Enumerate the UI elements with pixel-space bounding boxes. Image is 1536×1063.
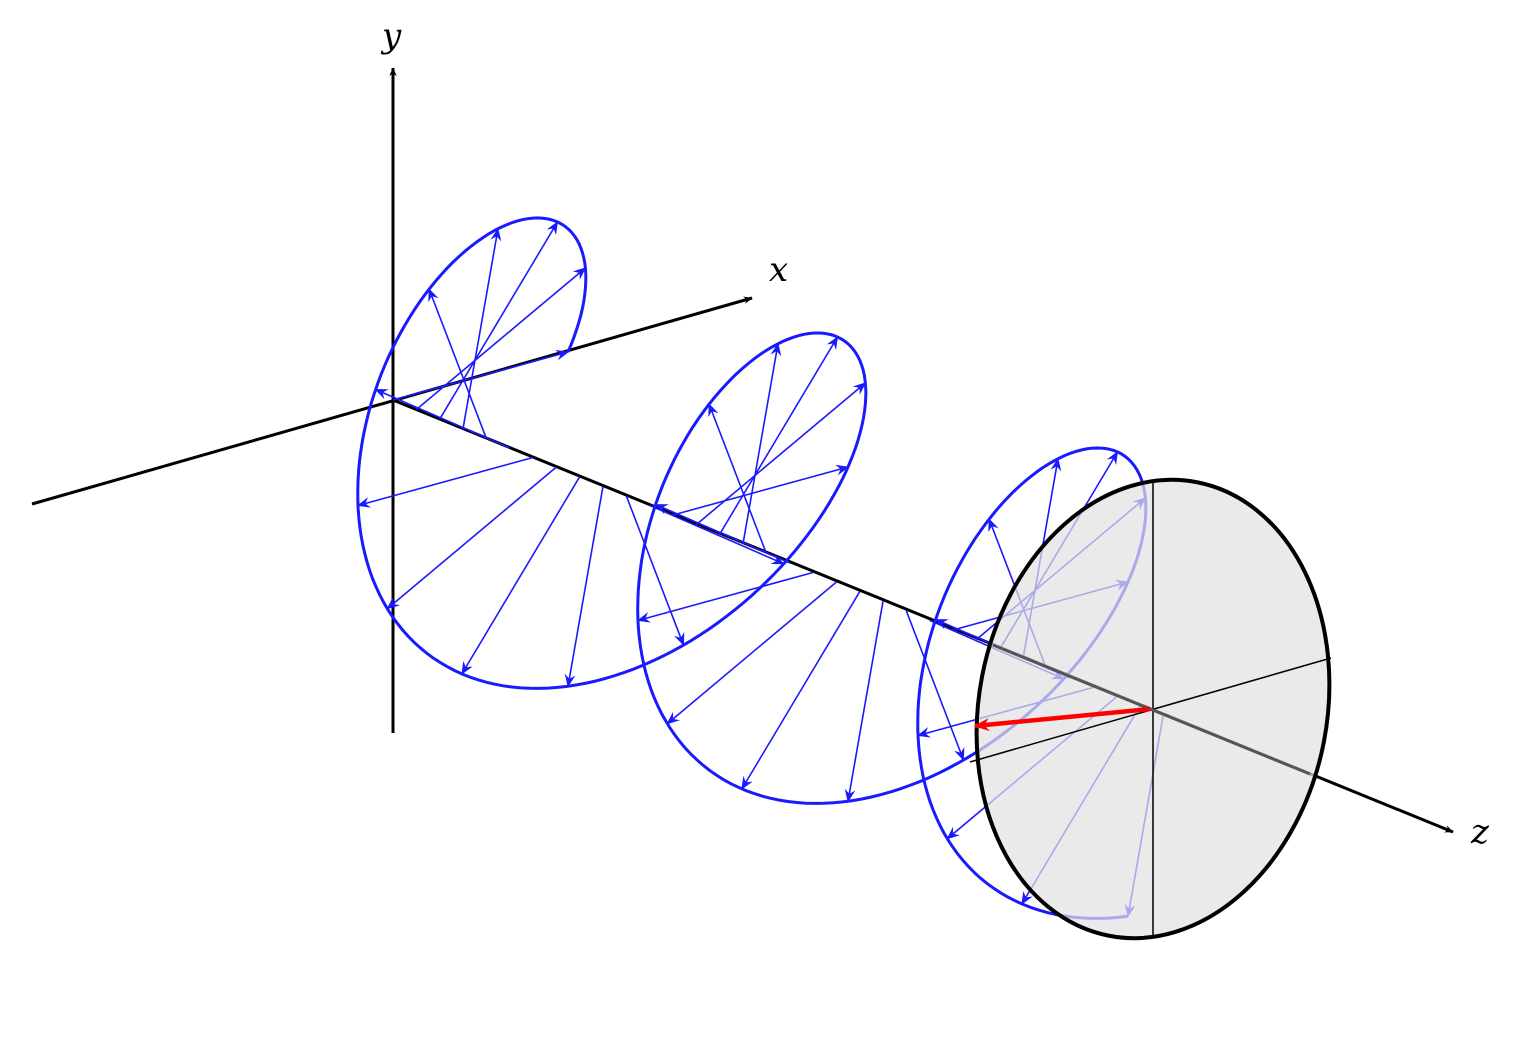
field-vector-arrow — [973, 706, 1151, 732]
field-arrow — [386, 466, 557, 610]
field-arrow — [649, 504, 785, 565]
field-arrow — [636, 571, 814, 623]
field-arrow — [461, 476, 581, 675]
field-arrow — [905, 610, 965, 762]
polarization-helix — [356, 216, 1148, 920]
field-arrow — [666, 581, 837, 725]
field-arrow — [708, 403, 768, 554]
field-arrow — [672, 464, 850, 516]
field-arrow — [654, 503, 791, 564]
field-arrow — [564, 486, 604, 688]
x-axis-label: x — [769, 250, 788, 290]
y-axis-label: y — [380, 16, 402, 56]
field-arrow — [428, 288, 488, 439]
field-arrow — [625, 495, 685, 647]
field-arrow — [415, 267, 587, 411]
field-arrow — [356, 456, 534, 508]
screen-z-axis-segment — [992, 643, 1311, 776]
field-arrow — [719, 336, 839, 535]
observation-screen — [969, 477, 1332, 941]
field-arrow — [844, 601, 884, 803]
field-arrow — [695, 382, 867, 526]
field-arrow — [742, 342, 782, 544]
field-arrow — [741, 591, 861, 790]
field-arrow — [374, 388, 511, 449]
field-arrow — [439, 221, 559, 420]
field-arrow — [462, 227, 502, 429]
z-axis-label: z — [1470, 812, 1490, 852]
field-arrow — [392, 349, 570, 401]
